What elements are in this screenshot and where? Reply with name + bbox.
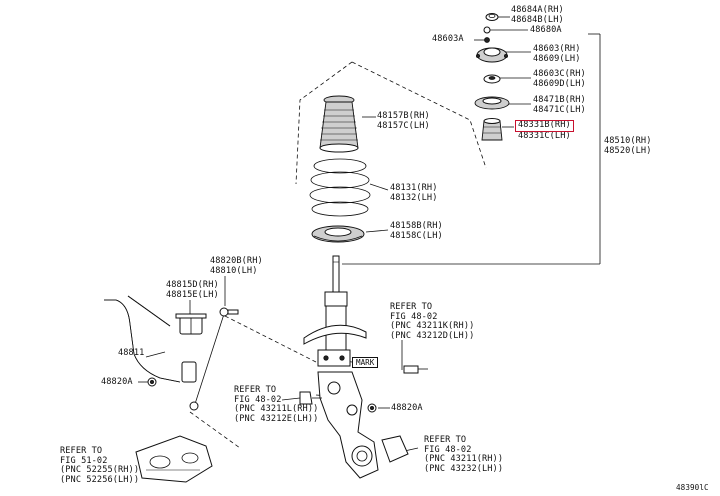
label-48603a: 48603A bbox=[432, 34, 464, 44]
stabilizer-bar-48811 bbox=[104, 295, 181, 383]
bearing-48603c bbox=[483, 74, 501, 84]
shock-absorber bbox=[303, 255, 367, 367]
leader-lines bbox=[138, 16, 601, 459]
lower-arm bbox=[135, 435, 213, 483]
nut-48820a-left bbox=[147, 377, 157, 387]
coil-spring-48131 bbox=[309, 158, 371, 217]
label-48603c: 48603C(RH)48609D(LH) bbox=[533, 69, 586, 89]
upper-support-48603 bbox=[475, 47, 508, 63]
label-48131: 48131(RH)48132(LH) bbox=[390, 183, 438, 203]
label-48820b: 48820B(RH)48810(LH) bbox=[210, 256, 263, 276]
bolt-mid bbox=[299, 391, 322, 405]
nut-48820a-right bbox=[367, 403, 377, 413]
mark-tag: MARK bbox=[352, 357, 379, 368]
label-48157: 48157B(RH)48157C(LH) bbox=[377, 111, 430, 131]
label-48471: 48471B(RH)48471C(LH) bbox=[533, 95, 586, 115]
label-48510: 48510(RH)48520(LH) bbox=[604, 136, 652, 156]
bolt-upper-right bbox=[403, 365, 428, 374]
diagram-code: 48390lC bbox=[676, 483, 709, 492]
steering-knuckle bbox=[317, 371, 409, 479]
label-48684: 48684A(RH)48684B(LH) bbox=[511, 5, 564, 25]
nut-48684 bbox=[485, 13, 499, 21]
label-48811: 48811 bbox=[118, 348, 145, 358]
highlighted-part-48331b: 48331B(RH) bbox=[515, 120, 574, 132]
nut-48603a bbox=[484, 37, 490, 43]
spring-seat-48471 bbox=[474, 96, 510, 110]
label-48331: 48331B(RH) 48331C(LH) bbox=[515, 120, 574, 141]
label-48603: 48603(RH)48609(LH) bbox=[533, 44, 581, 64]
bound-stopper-48331 bbox=[481, 118, 503, 141]
nut-48680a bbox=[483, 26, 491, 34]
insulator-48158 bbox=[311, 225, 365, 243]
dust-boot-48157 bbox=[319, 95, 359, 153]
label-48815: 48815D(RH)48815E(LH) bbox=[166, 280, 219, 300]
label-48158: 48158B(RH)48158C(LH) bbox=[390, 221, 443, 241]
label-48680: 48680A bbox=[530, 25, 562, 35]
bushing-48815 bbox=[175, 313, 207, 335]
stabilizer-link-48820b bbox=[181, 307, 239, 411]
label-48820a-right: 48820A bbox=[391, 403, 423, 413]
label-48820a-left: 48820A bbox=[101, 377, 133, 387]
